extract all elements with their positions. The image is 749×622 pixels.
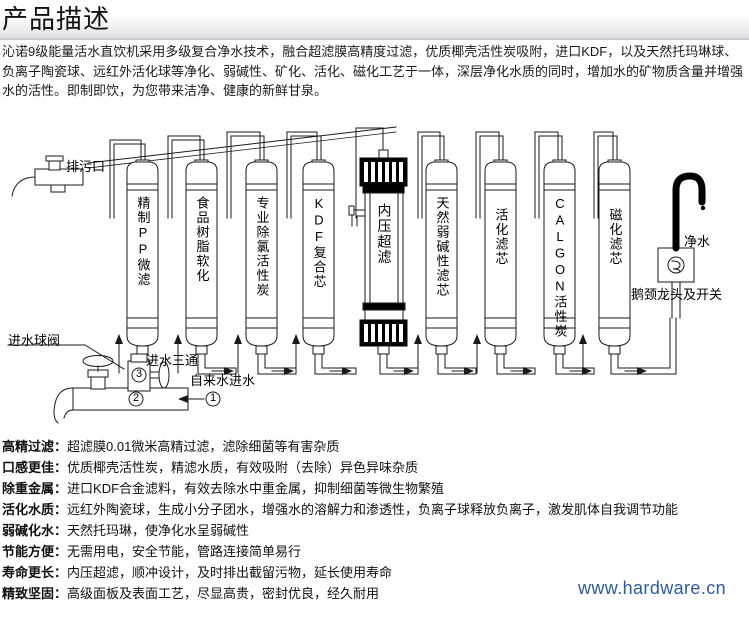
feature-key: 除重金属 xyxy=(2,481,55,496)
feature-sep: ： xyxy=(54,586,68,601)
feature-value: 无需用电，安全节能，管路连接简单易行 xyxy=(67,544,302,559)
cartridge-label-2: 食品树脂软化 xyxy=(194,196,210,283)
feature-sep: ： xyxy=(54,439,68,454)
label-drain-outlet: 排污口 xyxy=(66,159,106,174)
water-purifier-schematic: 精制PP微滤 食品树脂软化 专业除氯活性炭 KDF复合芯 内压超滤 天然弱碱性滤… xyxy=(0,118,749,428)
feature-value: 远红外陶瓷球，生成小分子团水，增强水的溶解力和渗透性，负离子球释放负离子，激发肌… xyxy=(67,502,679,517)
schematic-svg xyxy=(7,126,706,424)
feature-value: 天然托玛琳，使净化水呈弱碱性 xyxy=(67,523,250,538)
membrane-top-cap xyxy=(359,157,408,194)
header-divider xyxy=(0,38,749,40)
cartridge-label-5: 内压超滤 xyxy=(376,203,393,265)
label-tap-water-inlet: 自来水进水 xyxy=(190,373,256,388)
feature-row: 寿命更长：内压超滤，顺冲设计，及时排出截留污物，延长使用寿命 xyxy=(2,562,747,583)
flow-arrow-3 xyxy=(234,334,294,375)
feature-key: 活化水质 xyxy=(2,502,55,517)
label-inlet-tee: 进水三通 xyxy=(146,353,199,368)
feature-value: 高级面板及表面工艺，尽显高贵，密封优良，经久耐用 xyxy=(67,586,380,601)
flow-arrow-6 xyxy=(414,334,474,375)
cartridge-label-7: 活化滤芯 xyxy=(493,208,509,266)
gooseneck-faucet-group xyxy=(657,172,706,319)
feature-row: 弱碱化水：天然托玛琳，使净化水呈弱碱性 xyxy=(2,520,747,541)
cartridge-label-9: 磁化滤芯 xyxy=(607,208,623,266)
page-title: 产品描述 xyxy=(2,4,111,34)
cartridge-label-1: 精制PP微滤 xyxy=(135,196,151,287)
cartridge-3-group xyxy=(226,131,297,375)
flow-arrow-2 xyxy=(174,334,234,375)
inlet-plumbing-group xyxy=(7,344,221,424)
feature-key: 节能方便 xyxy=(2,544,55,559)
feature-list: 高精过滤：超滤膜0.01微米高精过滤，滤除细菌等有害杂质 口感更佳：优质椰壳活性… xyxy=(2,436,747,604)
feature-sep: ： xyxy=(54,460,68,475)
feature-row: 口感更佳：优质椰壳活性炭，精滤水质，有效吸附（去除）异色异味杂质 xyxy=(2,457,747,478)
marker-3: 3 xyxy=(136,368,143,380)
flow-arrow-7 xyxy=(473,334,533,375)
feature-value: 优质椰壳活性炭，精滤水质，有效吸附（去除）异色异味杂质 xyxy=(67,460,419,475)
flow-arrow-4 xyxy=(292,334,352,375)
feature-sep: ： xyxy=(54,481,68,496)
feature-key: 精致坚固 xyxy=(2,586,55,601)
feature-value: 内压超滤，顺冲设计，及时排出截留污物，延长使用寿命 xyxy=(67,565,393,580)
cartridge-4-group xyxy=(286,131,357,375)
flow-arrow-5 xyxy=(393,367,414,375)
feature-key: 寿命更长 xyxy=(2,565,55,580)
feature-sep: ： xyxy=(54,565,68,580)
cartridge-label-4: KDF复合芯 xyxy=(311,196,327,289)
feature-key: 弱碱化水 xyxy=(2,523,55,538)
feature-row: 节能方便：无需用电，安全节能，管路连接简单易行 xyxy=(2,541,747,562)
marker-2: 2 xyxy=(133,392,140,404)
intro-paragraph: 沁诺9级能量活水直饮机采用多级复合净水技术，融合超滤膜高精度过滤，优质椰壳活性炭… xyxy=(2,44,744,98)
feature-value: 进口KDF合金滤料，有效去除水中重金属，抑制细菌等微生物繁殖 xyxy=(67,481,445,496)
feature-key: 高精过滤 xyxy=(2,439,55,454)
cartridge-1-group xyxy=(109,139,159,387)
cartridge-label-6: 天然弱碱性滤芯 xyxy=(434,196,450,298)
cartridge-label-3: 专业除氯活性炭 xyxy=(254,196,270,298)
membrane-bottom-cap xyxy=(359,319,408,347)
cartridge-7-group xyxy=(473,131,536,375)
feature-row: 活化水质：远红外陶瓷球，生成小分子团水，增强水的溶解力和渗透性，负离子球释放负离… xyxy=(2,499,747,520)
cartridge-label-8: CALGON活性炭 xyxy=(552,196,568,339)
header-bar: 产品描述 xyxy=(0,0,749,40)
feature-sep: ： xyxy=(54,544,68,559)
label-purified-water: 净水 xyxy=(684,234,711,249)
feature-sep: ： xyxy=(54,523,68,538)
feature-value: 超滤膜0.01微米高精过滤，滤除细菌等有害杂质 xyxy=(67,439,340,454)
flow-arrow-8 xyxy=(569,334,592,375)
feature-row: 精致坚固：高级面板及表面工艺，尽显高贵，密封优良，经久耐用 xyxy=(2,583,747,604)
label-inlet-ball-valve: 进水球阀 xyxy=(8,333,61,348)
cartridge-8-group xyxy=(534,131,595,375)
flow-arrow-9 xyxy=(624,367,647,375)
feature-sep: ： xyxy=(54,502,68,517)
feature-row: 除重金属：进口KDF合金滤料，有效去除水中重金属，抑制细菌等微生物繁殖 xyxy=(2,478,747,499)
site-watermark: www.hardware.cn xyxy=(578,578,727,598)
marker-1: 1 xyxy=(210,392,217,404)
cartridge-2-group xyxy=(167,135,237,375)
label-gooseneck-faucet: 鹅颈龙头及开关 xyxy=(631,287,723,302)
feature-key: 口感更佳 xyxy=(2,460,55,475)
cartridge-9-group xyxy=(593,131,677,375)
cartridge-6-group xyxy=(414,131,477,375)
flow-arrow-1 xyxy=(115,334,123,374)
drain-outlet-fixture xyxy=(11,155,84,197)
cartridge-5-membrane-group xyxy=(348,127,419,375)
feature-row: 高精过滤：超滤膜0.01微米高精过滤，滤除细菌等有害杂质 xyxy=(2,436,747,457)
